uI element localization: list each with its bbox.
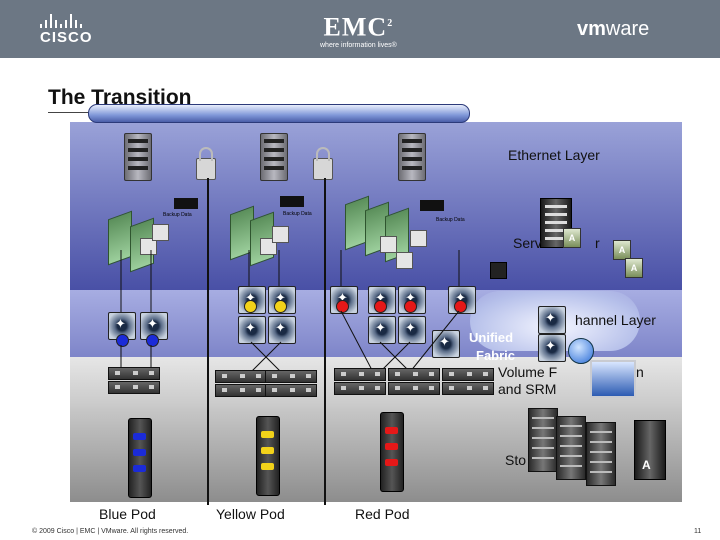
emc-tagline: where information lives® xyxy=(320,41,397,49)
server-layer-label-end: r xyxy=(595,235,600,251)
red-pod-connector xyxy=(404,300,417,313)
blue-pod-label: Blue Pod xyxy=(99,506,156,522)
yellow-pod-connector xyxy=(244,300,257,313)
server-icon xyxy=(272,226,289,243)
cisco-bars-icon xyxy=(40,14,93,28)
fibre-channel-layer-label: hannel Layer xyxy=(575,312,656,328)
ethernet-layer-label: Ethernet Layer xyxy=(508,147,600,163)
server-icon xyxy=(380,236,397,253)
red-pod-label: Red Pod xyxy=(355,506,410,522)
blue-pod-connector xyxy=(116,334,129,347)
unified-fabric-switch-icon xyxy=(432,330,460,358)
mds-switch-icon xyxy=(268,316,296,344)
red-storage-array-icon xyxy=(380,412,404,492)
volume-array-bar xyxy=(265,384,317,397)
volume-array-bar xyxy=(215,384,267,397)
backup-data-label: Backup Data xyxy=(283,211,312,217)
volume-label-line2: and SRM xyxy=(498,381,557,397)
server-icon xyxy=(140,238,157,255)
red-pod-connector xyxy=(454,300,467,313)
ethernet-switch xyxy=(398,133,426,181)
volume-array-bar xyxy=(334,382,386,395)
mds-switch-icon xyxy=(398,316,426,344)
server-icon xyxy=(152,224,169,241)
unified-fabric-switch-icon xyxy=(538,334,566,362)
array-badge: A xyxy=(613,240,631,260)
mds-switch-icon xyxy=(108,312,136,340)
yellow-storage-array-icon xyxy=(256,416,280,496)
volume-array-bar xyxy=(215,370,267,383)
header-bar: CISCO EMC2 where information lives® vmwa… xyxy=(0,0,720,58)
storage-rack-icon xyxy=(556,416,586,480)
volume-array-bar xyxy=(334,368,386,381)
slide-title: The Transition xyxy=(48,86,192,109)
emc-wordmark: EMC xyxy=(323,12,388,42)
unified-fabric-label-line2: Fabric xyxy=(476,348,516,363)
storage-badge: A xyxy=(642,458,651,472)
server-icon xyxy=(396,252,413,269)
unified-fabric-label-line1: Unified xyxy=(469,330,514,345)
vmware-logo: vmware xyxy=(577,18,649,41)
ethernet-switch xyxy=(124,133,152,181)
lock-icon xyxy=(313,147,333,180)
cisco-wordmark: CISCO xyxy=(40,29,93,46)
lock-icon xyxy=(196,147,216,180)
volume-array-bar xyxy=(265,370,317,383)
server-icon xyxy=(410,230,427,247)
backup-tape-icon xyxy=(280,196,304,207)
blue-pod-connector xyxy=(146,334,159,347)
unified-fabric-switch-icon xyxy=(538,306,566,334)
yellow-pod-label: Yellow Pod xyxy=(216,506,285,522)
mds-switch-icon xyxy=(330,286,358,314)
blue-storage-array-icon xyxy=(128,418,152,498)
storage-rack-icon xyxy=(528,408,558,472)
red-pod-connector xyxy=(374,300,387,313)
array-badge: A xyxy=(563,228,581,248)
volume-array-bar xyxy=(442,382,494,395)
volume-array-bar xyxy=(442,368,494,381)
volume-label-line1-end: n xyxy=(636,364,644,380)
volume-array-bar xyxy=(388,368,440,381)
red-pod-connector xyxy=(336,300,349,313)
emc-superscript: 2 xyxy=(387,18,394,29)
page-number: 11 xyxy=(694,528,702,535)
pod-divider-line xyxy=(207,178,209,505)
storage-cabinet-icon xyxy=(634,420,666,480)
backup-tape-icon xyxy=(420,200,444,211)
vmware-suffix: ware xyxy=(605,18,650,40)
ethernet-switch xyxy=(260,133,288,181)
storage-layer-label: Sto xyxy=(505,452,527,468)
backup-data-label: Backup Data xyxy=(163,212,192,218)
volume-array-bar xyxy=(108,381,160,394)
backup-data-label: Backup Data xyxy=(436,217,465,223)
management-console-icon xyxy=(590,360,636,398)
backup-tape-icon xyxy=(174,198,198,209)
server-layer-label-start: Serv xyxy=(513,235,542,251)
cisco-logo: CISCO xyxy=(40,14,93,46)
storage-rack-icon xyxy=(586,422,616,486)
pod-divider-line xyxy=(324,178,326,505)
vmware-prefix: vm xyxy=(577,18,606,40)
ethernet-pipe xyxy=(88,104,470,123)
array-badge: A xyxy=(625,258,643,278)
volume-array-bar xyxy=(108,367,160,380)
yellow-pod-connector xyxy=(274,300,287,313)
volume-array-bar xyxy=(388,382,440,395)
admin-user-icon xyxy=(568,338,594,364)
volume-label-line1-start: Volume F xyxy=(498,364,558,380)
copyright-footer: © 2009 Cisco | EMC | VMware. All rights … xyxy=(32,528,189,535)
storage-device-icon xyxy=(490,262,507,279)
emc-logo: EMC2 where information lives® xyxy=(320,12,397,49)
